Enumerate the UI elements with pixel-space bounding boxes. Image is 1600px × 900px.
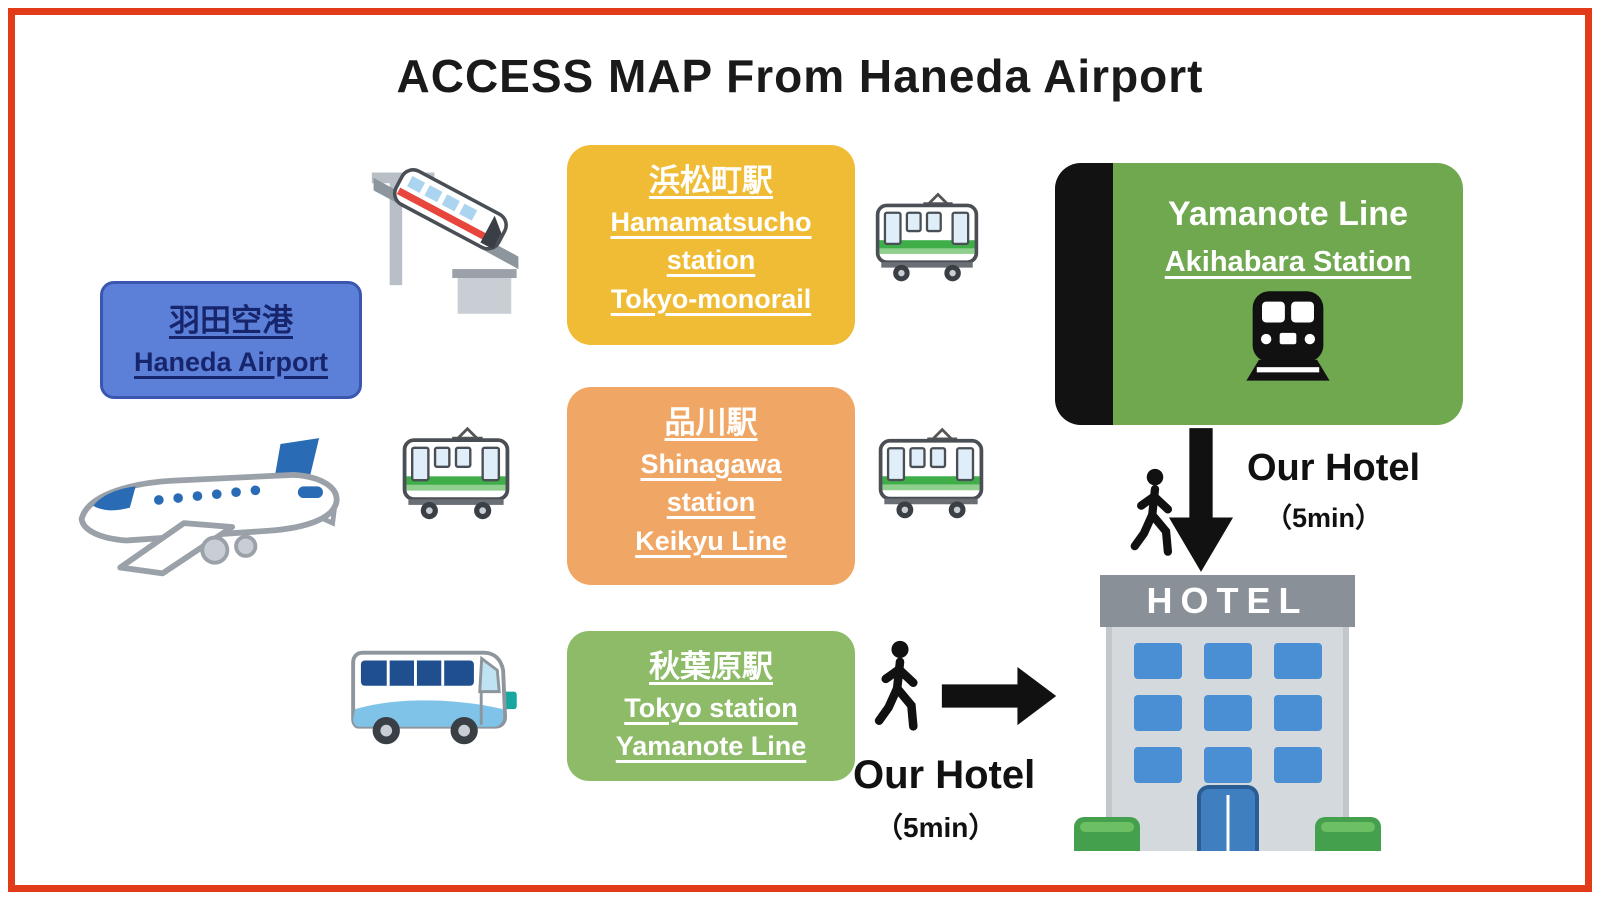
station-name-jp: 秋葉原駅: [649, 649, 773, 684]
hotel-window: [1273, 695, 1322, 731]
airport-box: 羽田空港 Haneda Airport: [100, 281, 362, 399]
train-front-icon: [1236, 285, 1340, 389]
destination-station: Akihabara Station: [1164, 246, 1412, 278]
commuter-train-icon: [871, 189, 983, 285]
hotel-body: [1106, 627, 1349, 851]
station-name-jp: 品川駅: [664, 405, 758, 440]
page-title: ACCESS MAP From Haneda Airport: [396, 50, 1204, 102]
hotel-window: [1273, 747, 1322, 783]
station-name-en2: station: [666, 487, 756, 518]
walk-label: Our Hotel: [853, 753, 1036, 797]
walk-note-upper: Our Hotel （5min）: [1247, 447, 1467, 535]
hotel-sign-text: HOTEL: [1146, 580, 1309, 621]
hotel-windows: [1112, 627, 1343, 783]
hotel-window: [1133, 747, 1182, 783]
walk-time: （5min）: [875, 812, 997, 843]
monorail-icon: [370, 151, 522, 321]
walking-person-icon: [1127, 467, 1183, 559]
hotel-window: [1203, 643, 1252, 679]
arrow-down-icon: [1167, 427, 1235, 575]
airplane-icon: [70, 430, 350, 595]
airport-name-en: Haneda Airport: [133, 347, 329, 378]
airport-name-jp: 羽田空港: [169, 303, 293, 338]
station-name-en: Tokyo station: [624, 693, 798, 724]
hotel-building: HOTEL: [1074, 575, 1381, 851]
walk-label: Our Hotel: [1247, 447, 1421, 489]
hotel-door-icon: [1196, 785, 1259, 851]
diagram-frame: ACCESS MAP From Haneda Airport 羽田空港 Hane…: [8, 8, 1592, 892]
station-line: Yamanote Line: [615, 731, 807, 762]
walk-time: （5min）: [1265, 503, 1383, 533]
station-name-en2: station: [666, 245, 756, 276]
commuter-train-icon: [397, 423, 515, 523]
station-name-en: Shinagawa: [640, 449, 782, 480]
destination-box-band: [1055, 163, 1113, 425]
hotel-sign: HOTEL: [1100, 575, 1355, 627]
arrow-right-icon: [941, 665, 1059, 727]
station-box-shinagawa: 品川駅 Shinagawa station Keikyu Line: [567, 387, 855, 585]
walk-note-lower: Our Hotel （5min）: [853, 753, 1073, 846]
station-line: Keikyu Line: [635, 525, 787, 556]
hotel-window: [1203, 695, 1252, 731]
commuter-train-icon: [875, 423, 987, 523]
bus-icon: [343, 641, 523, 753]
station-box-akihabara-route: 秋葉原駅 Tokyo station Yamanote Line: [567, 631, 855, 781]
station-box-hamamatsucho: 浜松町駅 Hamamatsucho station Tokyo-monorail: [567, 145, 855, 345]
destination-line: Yamanote Line: [1168, 195, 1408, 233]
hotel-window: [1203, 747, 1252, 783]
hotel-window: [1133, 695, 1182, 731]
hotel-window: [1133, 643, 1182, 679]
hotel-window: [1273, 643, 1322, 679]
station-line: Tokyo-monorail: [610, 283, 812, 314]
hedge-icon: [1074, 817, 1140, 851]
hedge-icon: [1315, 817, 1381, 851]
walking-person-icon: [871, 639, 929, 734]
destination-box: Yamanote Line Akihabara Station: [1055, 163, 1463, 425]
station-name-jp: 浜松町駅: [649, 163, 773, 198]
station-name-en: Hamamatsucho: [610, 207, 812, 238]
